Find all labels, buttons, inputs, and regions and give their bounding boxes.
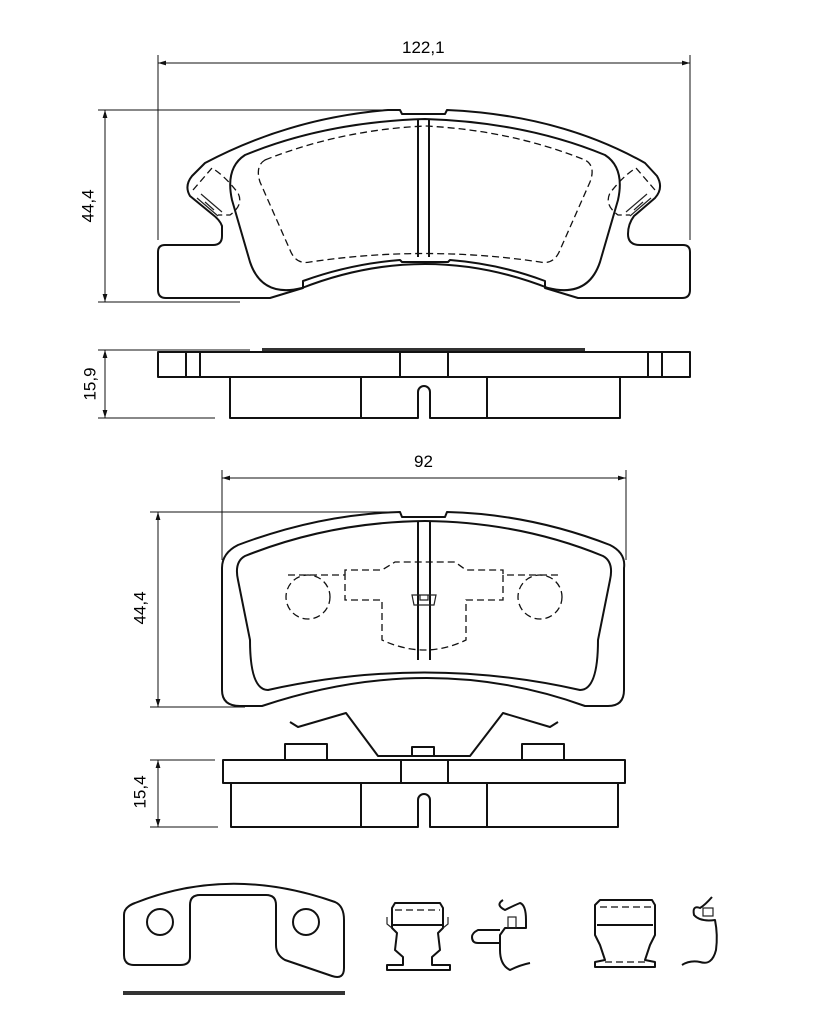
pad1-backing-plate: [157, 109, 691, 299]
pad1-side-view: [157, 348, 691, 419]
pad1-height-label: 44,4: [78, 189, 98, 223]
clip-b-side: [681, 896, 718, 966]
pad2-friction-material: [235, 520, 613, 691]
clip-a-front: [386, 902, 451, 971]
pad2-height-label: 44,4: [130, 591, 150, 625]
clip-b-front: [594, 899, 656, 968]
pad1-front-view: [157, 109, 691, 299]
pad2-dimensions: [150, 470, 627, 828]
pad2-thickness-label: 15,4: [130, 775, 150, 809]
pad2-backing-plate: [221, 511, 626, 707]
pad1-friction-material: [229, 118, 621, 292]
pad1-dimensions: [98, 55, 691, 419]
pad2-side-view: [222, 712, 626, 828]
clip-a-side: [471, 899, 531, 971]
shim-plate: [123, 882, 345, 995]
pad2-width-label: 92: [414, 452, 433, 471]
pad1-wear-outline: [257, 125, 593, 264]
pad1-width-label: 122,1: [402, 38, 445, 57]
pad2-front-view: [221, 511, 626, 707]
pad1-thickness-label: 15,9: [80, 367, 100, 401]
retaining-spring: [289, 712, 559, 757]
